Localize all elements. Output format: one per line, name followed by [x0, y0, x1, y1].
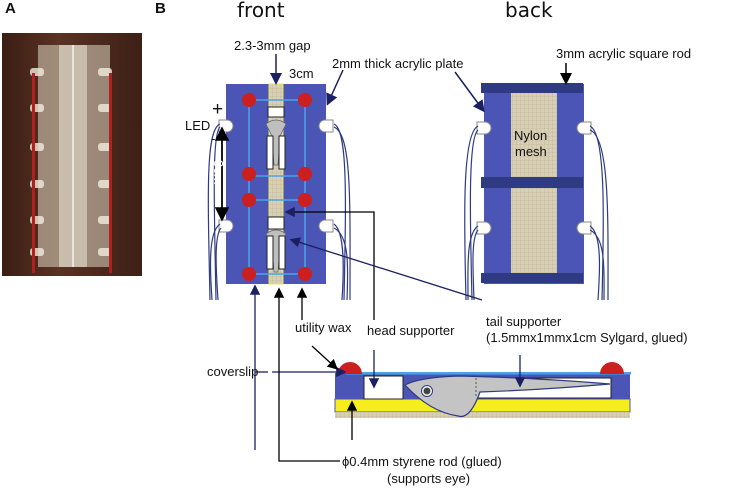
back-view [454, 63, 609, 301]
minus-label: - [211, 131, 216, 146]
plate-arrow [326, 69, 344, 106]
led-photo [98, 104, 112, 112]
styrene-label-1: ϕ0.4mm styrene rod (glued) [342, 454, 502, 469]
front-leds [218, 119, 334, 233]
nylon-mesh-label-1: Nylon [514, 128, 548, 143]
head-supporter-top [267, 106, 285, 118]
side-yellow-layer [334, 398, 631, 413]
head-supporter-label: head supporter [367, 323, 455, 338]
head-supporter-bottom [267, 216, 285, 230]
led-photo [30, 68, 44, 76]
rod-label: 3mm acrylic square rod [556, 46, 692, 61]
front-view-title: front [237, 0, 285, 22]
side-mesh [335, 412, 630, 418]
wire-red-left [32, 73, 35, 273]
led-photo [98, 248, 112, 256]
back-leds [476, 121, 592, 235]
led-photo [30, 104, 44, 112]
tail-supporter-top-left [266, 135, 274, 170]
side-view [334, 362, 631, 418]
led-photo [30, 143, 44, 151]
led-photo [98, 68, 112, 76]
square-rod-bottom [481, 273, 583, 283]
led-photo [98, 180, 112, 188]
nylon-mesh-label-2: mesh [515, 144, 547, 159]
panel-label-a: A [5, 0, 16, 17]
tail-supporter-bottom-right [278, 235, 286, 270]
styrene-leader [273, 287, 340, 462]
tail-supporter-bottom-left [266, 235, 274, 270]
back-view-title: back [505, 0, 553, 22]
tail-supporter-label-1: tail supporter [486, 314, 562, 329]
plate-label: 2mm thick acrylic plate [332, 56, 464, 71]
side-head-supporter [363, 375, 404, 400]
back-plate-arrow [454, 71, 485, 113]
front-view [207, 54, 351, 301]
width-3cm-label: 3cm [289, 66, 314, 81]
tail-leader [289, 237, 483, 301]
coverslip-line [346, 372, 631, 375]
styrene-label-2: (supports eye) [387, 471, 471, 486]
head-leader [288, 211, 375, 320]
led-photo [30, 248, 44, 256]
height-3cm-label: 3cm [211, 160, 226, 185]
led-label: LED [185, 118, 211, 133]
tail-supporter-top-right [278, 135, 286, 170]
wax-arrow [311, 345, 338, 370]
device-photo [2, 33, 142, 276]
wire-red-right [109, 73, 112, 273]
fish-eye [423, 387, 431, 395]
led-photo [98, 143, 112, 151]
center-seam-photo [72, 45, 74, 267]
square-rod-top [481, 83, 583, 93]
fish-top [265, 119, 287, 166]
panel-label-b: B [155, 0, 166, 17]
tail-supporter-label-2: (1.5mmx1mmx1cm Sylgard, glued) [486, 330, 688, 345]
coverslip-label: coverslip [207, 364, 259, 379]
wax-right [600, 362, 624, 374]
led-photo [30, 180, 44, 188]
led-photo [98, 216, 112, 224]
utility-wax-label: utility wax [295, 320, 352, 335]
front-wax-dots [242, 93, 312, 281]
gap-label: 2.3-3mm gap [234, 38, 311, 53]
square-rod-middle [481, 177, 583, 188]
plus-label: + [212, 99, 224, 120]
back-wires [464, 125, 609, 301]
led-photo [30, 216, 44, 224]
side-fish [404, 375, 611, 418]
